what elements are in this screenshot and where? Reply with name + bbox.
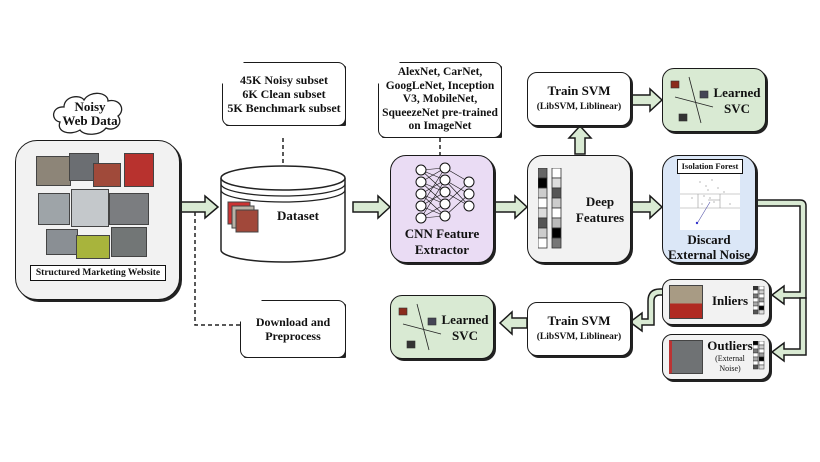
arrow-isolation-to-outliers bbox=[770, 297, 807, 363]
arrow-dataset-to-cnn bbox=[352, 194, 392, 220]
dashed-source-to-download bbox=[194, 212, 240, 326]
arrow-train-to-svc-bottom bbox=[498, 310, 528, 336]
train-svm-top-subtitle: (LibSVM, Liblinear) bbox=[536, 102, 622, 112]
steering-photo bbox=[111, 227, 147, 257]
train-svm-bottom-title: Train SVM bbox=[547, 313, 611, 328]
isolation-forest-plot bbox=[680, 174, 740, 230]
wheel-photo bbox=[124, 153, 154, 187]
train-svm-bottom-subtitle: (LibSVM, Liblinear) bbox=[536, 332, 622, 342]
dataset-label: Dataset bbox=[277, 208, 319, 223]
train-svm-top-title: Train SVM bbox=[547, 83, 611, 98]
svc-hyperplane-icon bbox=[670, 76, 714, 124]
car-photo bbox=[71, 189, 109, 227]
source-panel: Structured Marketing Website bbox=[15, 140, 180, 300]
dashboard-photo bbox=[38, 193, 70, 225]
inliers-box: Inliers bbox=[662, 279, 770, 325]
car-photo bbox=[36, 156, 71, 186]
models-note: AlexNet, CarNet, GoogLeNet, Inception V3… bbox=[378, 62, 502, 138]
neural-network-icon bbox=[415, 162, 475, 224]
train-svm-top: Train SVM (LibSVM, Liblinear) bbox=[527, 72, 631, 126]
outlier-steering-photo bbox=[669, 340, 703, 374]
arrow-cnn-to-features bbox=[494, 194, 529, 220]
arrow-train-to-svc-top bbox=[629, 87, 664, 113]
arrow-features-to-isolation bbox=[629, 194, 664, 220]
arrow-source-to-dataset bbox=[179, 194, 220, 220]
arrow-inliers-to-train-svm bbox=[628, 288, 667, 333]
inlier-feature-vector-icon bbox=[753, 286, 765, 315]
engine-photo bbox=[109, 193, 149, 225]
outlier-feature-vector-icon bbox=[753, 341, 765, 370]
outliers-label: Outliers bbox=[707, 338, 753, 353]
arrow-isolation-to-inliers bbox=[752, 199, 807, 306]
cloud-label: Noisy Web Data bbox=[62, 99, 118, 128]
svc-hyperplane-icon bbox=[398, 303, 442, 351]
feature-vector-icon bbox=[538, 168, 562, 249]
train-svm-bottom: Train SVM (LibSVM, Liblinear) bbox=[527, 302, 631, 356]
inlier-car-photo bbox=[669, 285, 703, 319]
download-note: Download and Preprocess bbox=[240, 300, 346, 358]
car-photo bbox=[76, 235, 110, 259]
car-photo bbox=[93, 163, 121, 187]
source-caption: Structured Marketing Website bbox=[30, 265, 166, 281]
arrow-features-to-train-svm bbox=[567, 124, 593, 155]
subsets-note: 45K Noisy subset 6K Clean subset 5K Benc… bbox=[222, 62, 346, 126]
isolation-forest-header: Isolation Forest bbox=[677, 159, 743, 174]
inliers-label: Inliers bbox=[711, 293, 749, 308]
car-photo bbox=[46, 229, 78, 255]
